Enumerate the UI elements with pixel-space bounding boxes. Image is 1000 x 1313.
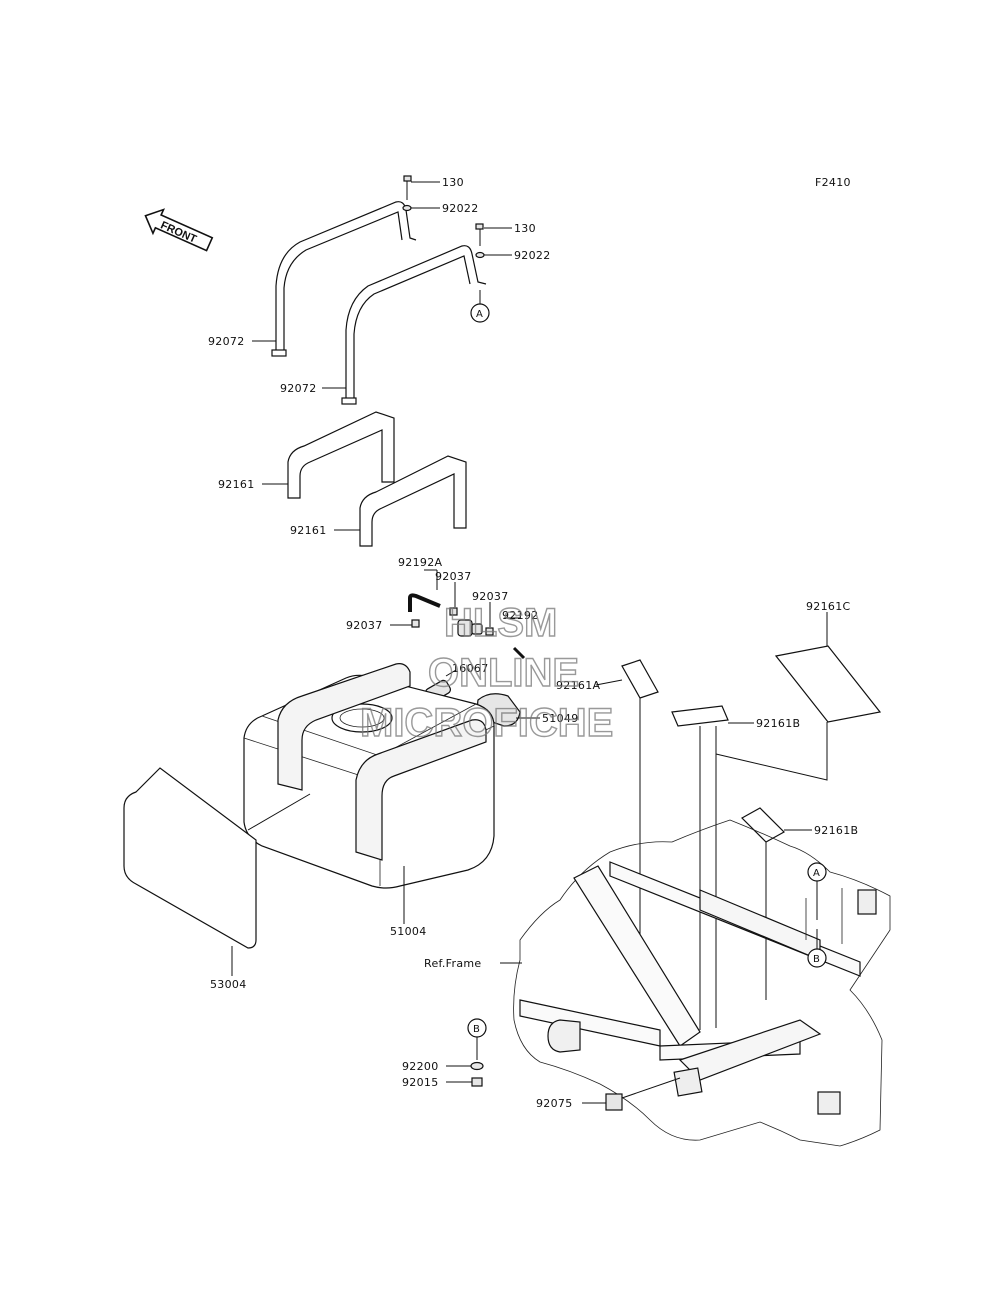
callout-a-top: A <box>470 303 490 323</box>
diagram-code: F2410 <box>815 176 851 189</box>
part-label-pad-a: 92161A <box>556 679 600 692</box>
callout-b-frame-letter: B <box>813 954 820 965</box>
part-label-fitting: 16067 <box>452 662 489 675</box>
frame-icon <box>513 819 891 1147</box>
callout-a-frame: A <box>807 862 827 920</box>
part-label-clamp-1: 92037 <box>346 619 383 632</box>
part-label-band-1: 92072 <box>208 335 245 348</box>
part-label-pad-b1: 92161B <box>756 717 800 730</box>
callout-b-frame: B <box>807 929 827 968</box>
pad-1-icon <box>287 411 395 499</box>
callout-b-letter: B <box>473 1024 480 1035</box>
part-label-washer-1: 92022 <box>442 202 479 215</box>
part-label-cap: 51049 <box>542 712 579 725</box>
washer-3-icon <box>470 1061 484 1071</box>
part-label-pad-2: 92161 <box>290 524 327 537</box>
part-label-band-2: 92072 <box>280 382 317 395</box>
part-label-hose-2: 92192 <box>502 609 539 622</box>
watermark-line-2: ONLINE <box>428 651 579 695</box>
callout-b-bottom: B <box>467 1018 487 1060</box>
bolt-2-icon <box>475 223 485 259</box>
plate-icon <box>123 767 257 949</box>
part-label-tank: 51004 <box>390 925 427 938</box>
part-label-plate: 53004 <box>210 978 247 991</box>
part-label-pad-b2: 92161B <box>814 824 858 837</box>
bracket-icon <box>605 1093 623 1111</box>
bolt-1-icon <box>402 175 412 212</box>
part-label-pad-1: 92161 <box>218 478 255 491</box>
part-label-nut: 92015 <box>402 1076 439 1089</box>
clamp-3-icon <box>485 627 494 636</box>
pad-b2-icon <box>741 807 785 843</box>
hose-2-icon <box>457 619 526 660</box>
watermark: HLSM ONLINE MICROFICHE <box>359 600 614 745</box>
part-label-hose: 92192A <box>398 556 442 569</box>
hose-icon <box>408 593 441 612</box>
part-label-pad-c: 92161C <box>806 600 850 613</box>
ref-frame-label: Ref.Frame <box>424 957 481 970</box>
nut-icon <box>471 1077 483 1087</box>
pad-a-icon <box>621 659 659 699</box>
part-label-bolt-1: 130 <box>442 176 464 189</box>
part-label-bracket: 92075 <box>536 1097 573 1110</box>
callout-a-frame-letter: A <box>813 868 820 879</box>
part-label-washer-3: 92200 <box>402 1060 439 1073</box>
part-label-clamp-2: 92037 <box>435 570 472 583</box>
band-1-icon <box>271 201 417 357</box>
part-label-clamp-3: 92037 <box>472 590 509 603</box>
band-2-icon <box>341 245 487 405</box>
front-arrow-icon: FRONT <box>144 208 214 252</box>
watermark-line-3: MICROFICHE <box>360 701 613 745</box>
watermark-line-1: HLSM <box>444 601 557 645</box>
pad-b1-icon <box>671 705 729 727</box>
clamp-2-icon <box>449 607 458 616</box>
callout-a-letter: A <box>476 309 483 320</box>
part-label-bolt-2: 130 <box>514 222 536 235</box>
pad-2-icon <box>359 455 467 547</box>
fuel-tank-icon <box>243 663 495 889</box>
clamp-1-icon <box>411 619 420 628</box>
part-label-washer-2: 92022 <box>514 249 551 262</box>
pad-c-icon <box>774 645 882 723</box>
